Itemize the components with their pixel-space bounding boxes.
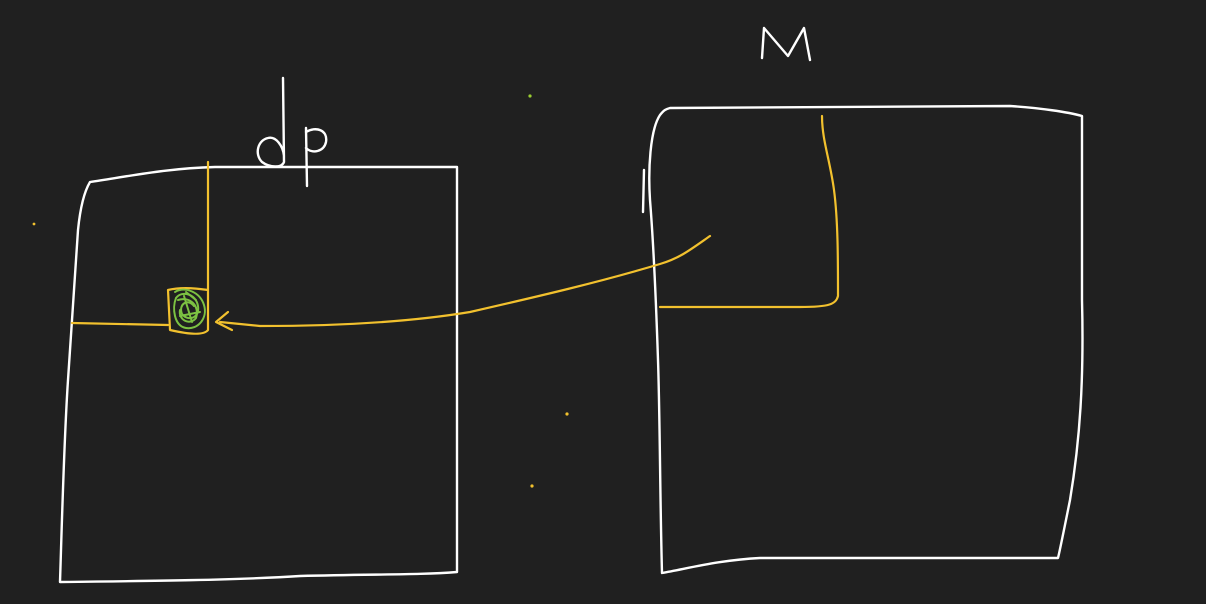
m-label: M [760, 26, 812, 62]
m-matrix-outline [648, 104, 1084, 575]
arrow-shaft [218, 234, 712, 328]
m-submatrix-guide [658, 114, 840, 309]
dp-matrix [58, 160, 459, 584]
dp-label: dp [256, 76, 328, 188]
dp-matrix-outline [58, 165, 459, 584]
arrow-head [214, 310, 234, 332]
dp-target-cell [173, 288, 206, 330]
dp-row-guide [70, 321, 170, 327]
m-matrix [641, 104, 1084, 575]
transfer-arrow [214, 234, 712, 332]
stray-dots [32, 94, 569, 488]
dp-column-guide [166, 160, 210, 335]
